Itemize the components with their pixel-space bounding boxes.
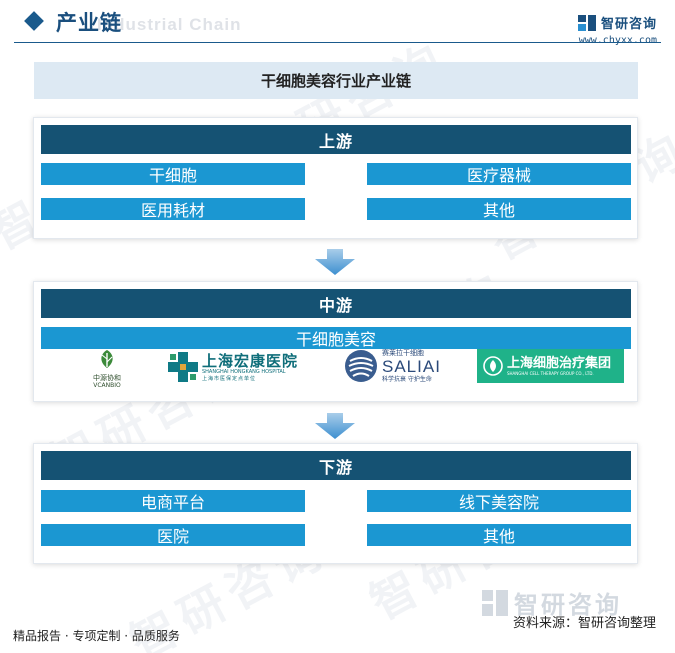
footer-slogan: 精品报告 · 专项定制 · 品质服务: [13, 629, 180, 643]
downstream-item: 线下美容院: [367, 490, 631, 512]
upstream-item: 干细胞: [41, 163, 305, 185]
hongkang-en: SHANGHAI HONGKANG HOSPITAL: [202, 368, 286, 375]
hongkang-cn: 上海宏康医院: [202, 351, 299, 370]
brand-logo-icon: [577, 14, 596, 31]
header-subtitle: Industrial Chain: [97, 15, 242, 34]
downstream-item: 电商平台: [41, 490, 305, 512]
vcanbio-cn: 中源协和: [93, 374, 121, 382]
saliai-mark-icon: [345, 350, 377, 382]
source-note: 资料来源：智研咨询整理: [512, 616, 656, 631]
saliai-logo: 赛莱拉干细胞 SALIAI 科学抗衰 守护生命: [344, 346, 464, 386]
cell-therapy-mark-icon: [483, 356, 503, 376]
vcanbio-en: VCANBIO: [93, 382, 121, 389]
upstream-header: 上游: [41, 125, 631, 154]
brand-name: 智研咨询: [600, 17, 657, 32]
vcanbio-logo: 中源协和 VCANBIO: [86, 348, 128, 389]
cell-therapy-en: SHANGHAI CELL THERAPY GROUP CO., LTD.: [507, 370, 594, 376]
upstream-panel: 上游 干细胞 医疗器械 医用耗材 其他: [33, 117, 638, 239]
chain-title: 干细胞美容行业产业链: [34, 62, 638, 99]
downstream-item: 其他: [367, 524, 631, 546]
saliai-tagline: 科学抗衰 守护生命: [382, 376, 432, 383]
footer-brand-icon: [482, 589, 508, 616]
down-arrow-icon: [315, 249, 355, 275]
medical-cross-icon: [168, 352, 198, 382]
downstream-header: 下游: [41, 451, 631, 480]
upstream-item: 其他: [367, 198, 631, 220]
downstream-panel: 下游 电商平台 线下美容院 医院 其他: [33, 443, 638, 564]
brand: 智研咨询 www.chyxx.com: [577, 13, 657, 46]
brand-url: www.chyxx.com: [578, 35, 657, 46]
saliai-top: 赛莱拉干细胞: [382, 349, 424, 357]
footer-logo-text: 智研咨询: [514, 591, 622, 619]
hongkang-hospital-logo: 上海宏康医院 SHANGHAI HONGKANG HOSPITAL 上海市医保定…: [168, 350, 298, 384]
downstream-item: 医院: [41, 524, 305, 546]
header-divider: [14, 42, 661, 43]
saliai-name: SALIAI: [382, 357, 441, 376]
shanghai-cell-therapy-logo: 上海细胞治疗集团 SHANGHAI CELL THERAPY GROUP CO.…: [477, 349, 624, 383]
leaf-icon: [101, 350, 113, 368]
page-header: Industrial Chain 产业链 智研咨询 www.chyxx.com: [0, 0, 675, 50]
midstream-header: 中游: [41, 289, 631, 318]
footer-logo: 智研咨询: [482, 585, 622, 620]
midstream-panel: 中游 干细胞美容 中源协和 VCANBIO 上海宏康医院 SHANGHAI HO…: [33, 281, 638, 402]
diamond-icon: [24, 11, 44, 31]
upstream-item: 医疗器械: [367, 163, 631, 185]
hongkang-sub: 上海市医保定点单位: [202, 375, 257, 382]
upstream-item: 医用耗材: [41, 198, 305, 220]
midstream-item: 干细胞美容: [41, 327, 631, 349]
down-arrow-icon: [315, 413, 355, 439]
cell-therapy-cn: 上海细胞治疗集团: [507, 355, 612, 371]
page-title: 产业链: [56, 11, 122, 35]
